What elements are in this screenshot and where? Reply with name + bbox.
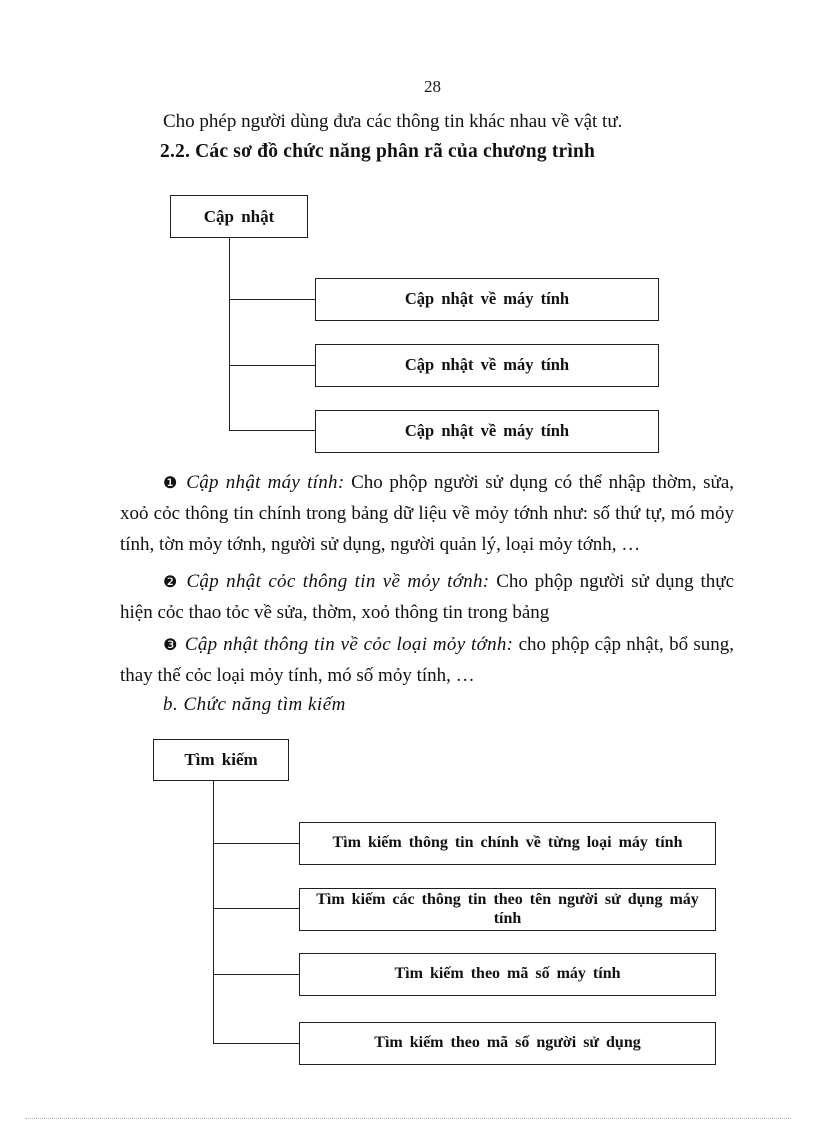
paragraph-label: Cập nhật thông tin về cỏc loại mỏy tớnh: — [184, 634, 514, 655]
connector-line — [229, 365, 316, 366]
search-diagram-child-box: Tìm kiếm theo mã số người sử dụng — [299, 1022, 716, 1065]
connector-line — [213, 974, 300, 975]
numbered-paragraph: ❷ Cập nhật cỏc thông tin về mỏy tớnh: Cho… — [120, 566, 734, 628]
connector-line — [229, 299, 316, 300]
paragraph-label: Cập nhật cỏc thông tin về mỏy tớnh: — [186, 571, 490, 592]
circled-3-icon: ❸ — [163, 635, 178, 654]
page-number: 28 — [424, 77, 441, 96]
connector-line — [213, 908, 300, 909]
paragraph-label: Cập nhật máy tính: — [186, 472, 345, 493]
connector-line — [229, 430, 316, 431]
subsection-heading: b. Chức năng tìm kiếm — [163, 694, 346, 715]
paragraph-body: cho phộp cập nhật, bổ sung, thay thế cỏc… — [120, 634, 735, 686]
connector-line — [213, 781, 214, 1044]
search-diagram-root-box: Tìm kiếm — [153, 739, 289, 781]
connector-line — [213, 1043, 300, 1044]
update-diagram-child-box: Cập nhật về máy tính — [315, 344, 659, 387]
intro-paragraph: Cho phép người dùng đưa các thông tin kh… — [163, 111, 623, 132]
update-diagram-root-box: Cập nhật — [170, 195, 308, 238]
numbered-paragraph: ❶ Cập nhật máy tính: Cho phộp người sử dụ… — [120, 467, 734, 560]
circled-1-icon: ❶ — [163, 473, 180, 492]
search-diagram-child-box: Tìm kiếm các thông tin theo tên người sử… — [299, 888, 716, 931]
search-diagram-child-box: Tìm kiếm thông tin chính về từng loại má… — [299, 822, 716, 865]
paragraph-body: Cho phộp người sử dụng thực hiện cỏc tha… — [120, 571, 735, 623]
connector-line — [213, 843, 300, 844]
search-diagram-child-box: Tìm kiếm theo mã số máy tính — [299, 953, 716, 996]
numbered-paragraph: ❸ Cập nhật thông tin về cỏc loại mỏy tớnh… — [120, 629, 734, 691]
update-diagram-child-box: Cập nhật về máy tính — [315, 410, 659, 453]
connector-line — [229, 238, 230, 431]
circled-2-icon: ❷ — [163, 572, 180, 591]
paragraph-body: Cho phộp người sử dụng có thể nhập thờm,… — [120, 472, 735, 555]
section-heading: 2.2. Các sơ đồ chức năng phân rã của chư… — [160, 141, 596, 162]
update-diagram-child-box: Cập nhật về máy tính — [315, 278, 659, 321]
page-bottom-margin-line — [25, 1118, 791, 1119]
